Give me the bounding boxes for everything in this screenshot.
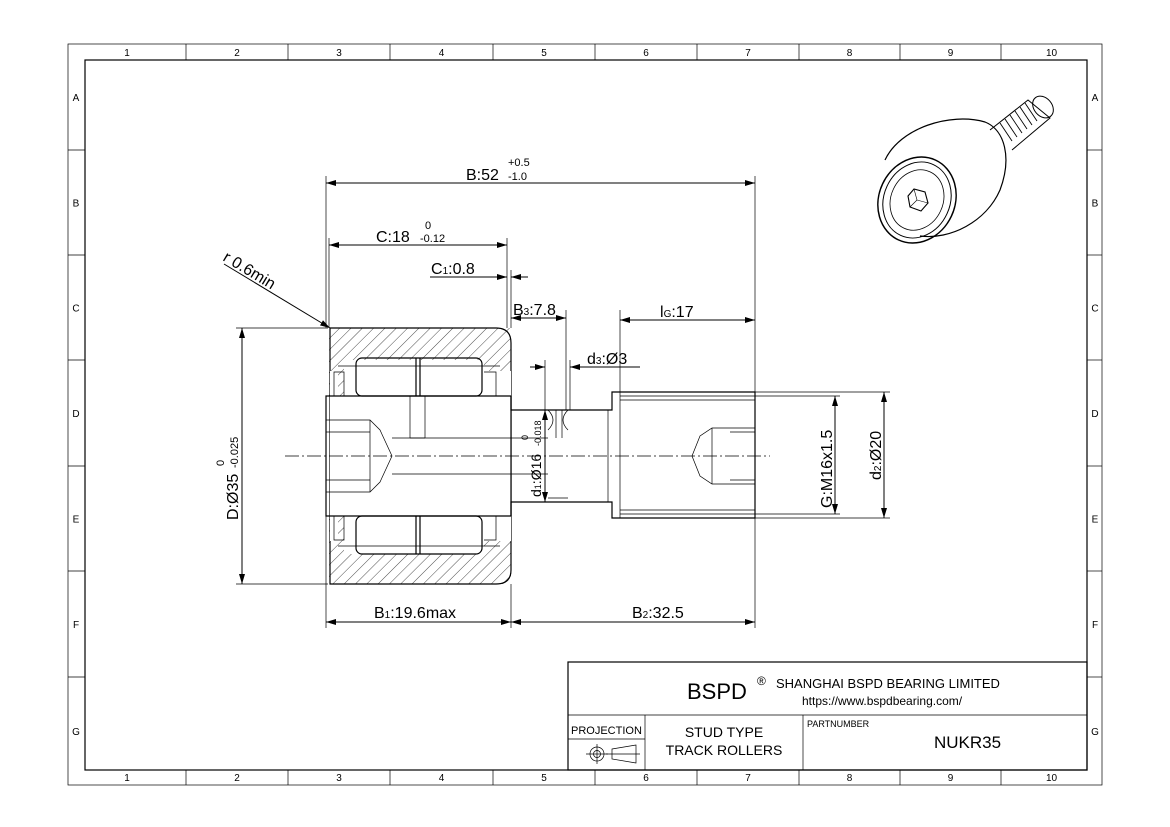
row-label-left: E [73, 515, 80, 526]
col-label-top: 5 [541, 48, 547, 59]
thread [619, 392, 755, 518]
company-website: https://www.bspdbearing.com/ [802, 694, 963, 708]
row-label-left: C [72, 304, 79, 315]
col-label-top: 8 [847, 48, 853, 59]
dim-d1-label: d1:Ø16 [528, 454, 544, 497]
svg-text:0: 0 [520, 435, 530, 440]
dim-b-label: B:52 [466, 167, 499, 184]
col-label-bottom: 9 [948, 773, 954, 784]
product-line-1: STUD TYPE [685, 724, 763, 740]
section-view [285, 327, 770, 585]
svg-text:-0.12: -0.12 [420, 233, 445, 245]
dim-b3-label: B3:7.8 [513, 302, 556, 319]
brand-logo: BSPD [687, 679, 747, 704]
dim-b2-label: B2:32.5 [632, 605, 684, 622]
dim-c1-label: C1:0.8 [431, 261, 475, 278]
outer-ring [329, 327, 512, 585]
row-label-right: B [1092, 199, 1099, 210]
projection-symbol-icon [586, 744, 640, 764]
col-label-bottom: 6 [643, 773, 649, 784]
dimensions: B:52 +0.5 -1.0 C:18 0 -0.12 C1:0.8 r 0.6… [215, 157, 890, 628]
row-label-right: E [1092, 515, 1099, 526]
title-block: BSPD ® SHANGHAI BSPD BEARING LIMITED htt… [567, 661, 1088, 771]
registered-mark: ® [757, 674, 766, 688]
col-label-top: 10 [1046, 48, 1058, 59]
col-label-bottom: 4 [439, 773, 445, 784]
row-label-right: G [1091, 727, 1099, 738]
col-label-top: 3 [336, 48, 342, 59]
col-label-top: 6 [643, 48, 649, 59]
drawing-frame [67, 43, 1103, 786]
roller-body [884, 118, 1007, 238]
partnumber-value: NUKR35 [934, 733, 1001, 752]
dim-g-label: G:M16x1.5 [819, 430, 836, 508]
col-label-top: 7 [745, 48, 751, 59]
dim-d3-label: d3:Ø3 [587, 351, 627, 368]
row-label-right: A [1092, 93, 1099, 104]
row-label-left: B [73, 199, 80, 210]
dim-b1-label: B1:19.6max [374, 605, 456, 622]
col-label-bottom: 8 [847, 773, 853, 784]
roller-face [877, 156, 957, 244]
svg-text:0: 0 [425, 220, 431, 232]
projection-label: PROJECTION [571, 725, 642, 737]
svg-text:+0.5: +0.5 [508, 157, 530, 169]
dim-d2-label: d2:Ø20 [868, 431, 885, 480]
col-label-bottom: 1 [124, 773, 130, 784]
col-label-top: 4 [439, 48, 445, 59]
stud-thread [989, 95, 1054, 151]
col-label-bottom: 3 [336, 773, 342, 784]
row-label-left: D [72, 409, 79, 420]
dim-lg-label: lG:17 [660, 304, 694, 321]
isometric-view [877, 95, 1054, 244]
col-label-bottom: 10 [1046, 773, 1058, 784]
dim-d-label: D:Ø35 [225, 474, 242, 520]
lube-hole [392, 396, 548, 475]
product-line-2: TRACK ROLLERS [666, 742, 783, 758]
dim-r-label: r 0.6min [220, 249, 278, 293]
svg-text:-1.0: -1.0 [508, 171, 527, 183]
row-label-right: F [1092, 620, 1098, 631]
col-label-top: 9 [948, 48, 954, 59]
svg-text:0: 0 [215, 460, 227, 466]
company-name: SHANGHAI BSPD BEARING LIMITED [776, 676, 1000, 691]
partnumber-label: PARTNUMBER [807, 719, 870, 729]
col-label-top: 1 [124, 48, 130, 59]
row-label-right: D [1091, 409, 1098, 420]
row-label-left: F [73, 620, 79, 631]
col-label-top: 2 [234, 48, 240, 59]
row-label-right: C [1091, 304, 1098, 315]
col-label-bottom: 5 [541, 773, 547, 784]
col-label-bottom: 2 [234, 773, 240, 784]
col-label-bottom: 7 [745, 773, 751, 784]
row-label-left: G [72, 727, 80, 738]
svg-text:-0.025: -0.025 [229, 437, 241, 468]
row-label-left: A [73, 93, 80, 104]
svg-text:-0.018: -0.018 [533, 420, 543, 446]
dim-c-label: C:18 [376, 229, 410, 246]
